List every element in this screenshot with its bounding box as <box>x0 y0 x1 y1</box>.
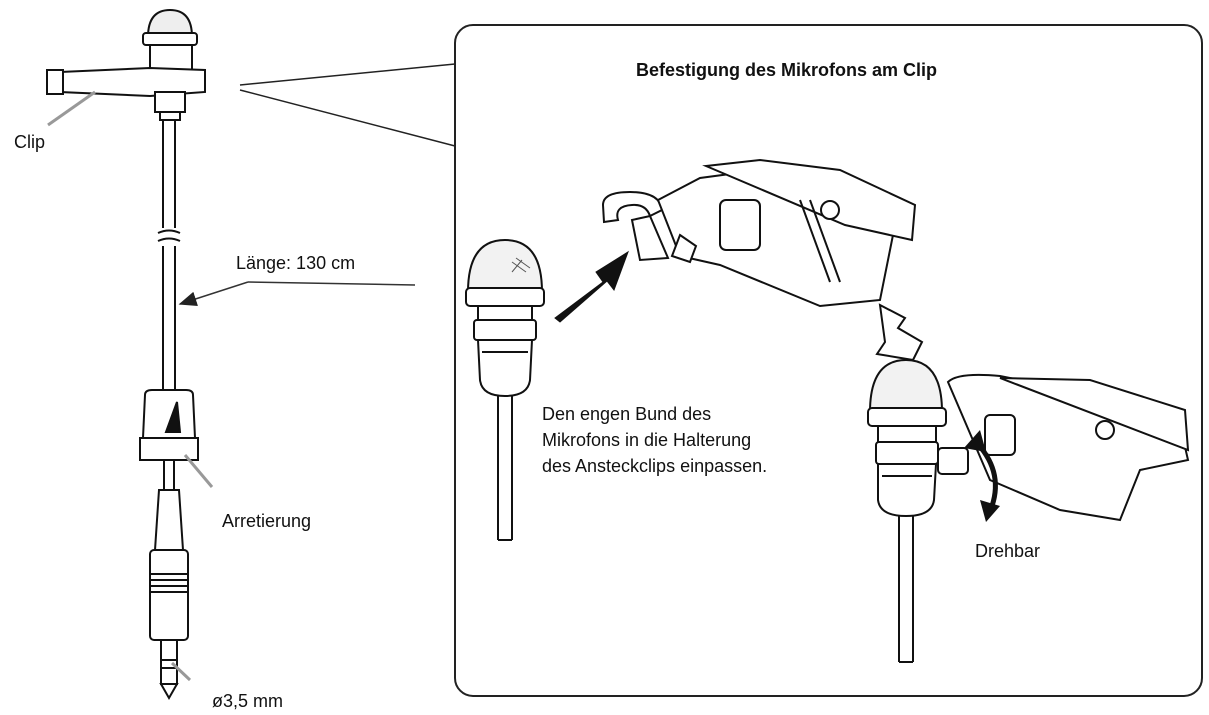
callout-line-bottom <box>239 89 456 147</box>
length-arrow <box>178 281 249 307</box>
instruction-line: Den engen Bund des <box>542 404 712 424</box>
length-label: Länge: 130 cm <box>236 253 356 273</box>
step-arrow-icon <box>875 303 924 362</box>
microphone-attached <box>867 358 1190 663</box>
plug-diameter-label: ø3,5 mm <box>212 691 284 711</box>
insert-arrow-icon <box>554 250 629 323</box>
clip-label: Clip <box>14 132 46 152</box>
rotate-arrow-icon <box>964 430 1000 522</box>
lock-label: Arretierung <box>222 511 312 531</box>
microphone-assembly <box>46 8 206 701</box>
instruction-line: Mikrofons in die Halterung <box>542 430 752 450</box>
detail-title: Befestigung des Mikrofons am Clip <box>636 60 938 80</box>
instruction-line: des Ansteckclips einpassen. <box>542 456 768 476</box>
callout-line-top <box>239 63 456 86</box>
detail-box <box>454 24 1203 697</box>
microphone-unattached <box>465 238 545 541</box>
instruction-text: Den engen Bund des Mikrofons in die Halt… <box>542 401 767 479</box>
clip-unattached <box>601 158 917 308</box>
leader-lines <box>47 90 214 682</box>
rotatable-label: Drehbar <box>975 541 1041 561</box>
length-leader-line <box>247 281 416 286</box>
